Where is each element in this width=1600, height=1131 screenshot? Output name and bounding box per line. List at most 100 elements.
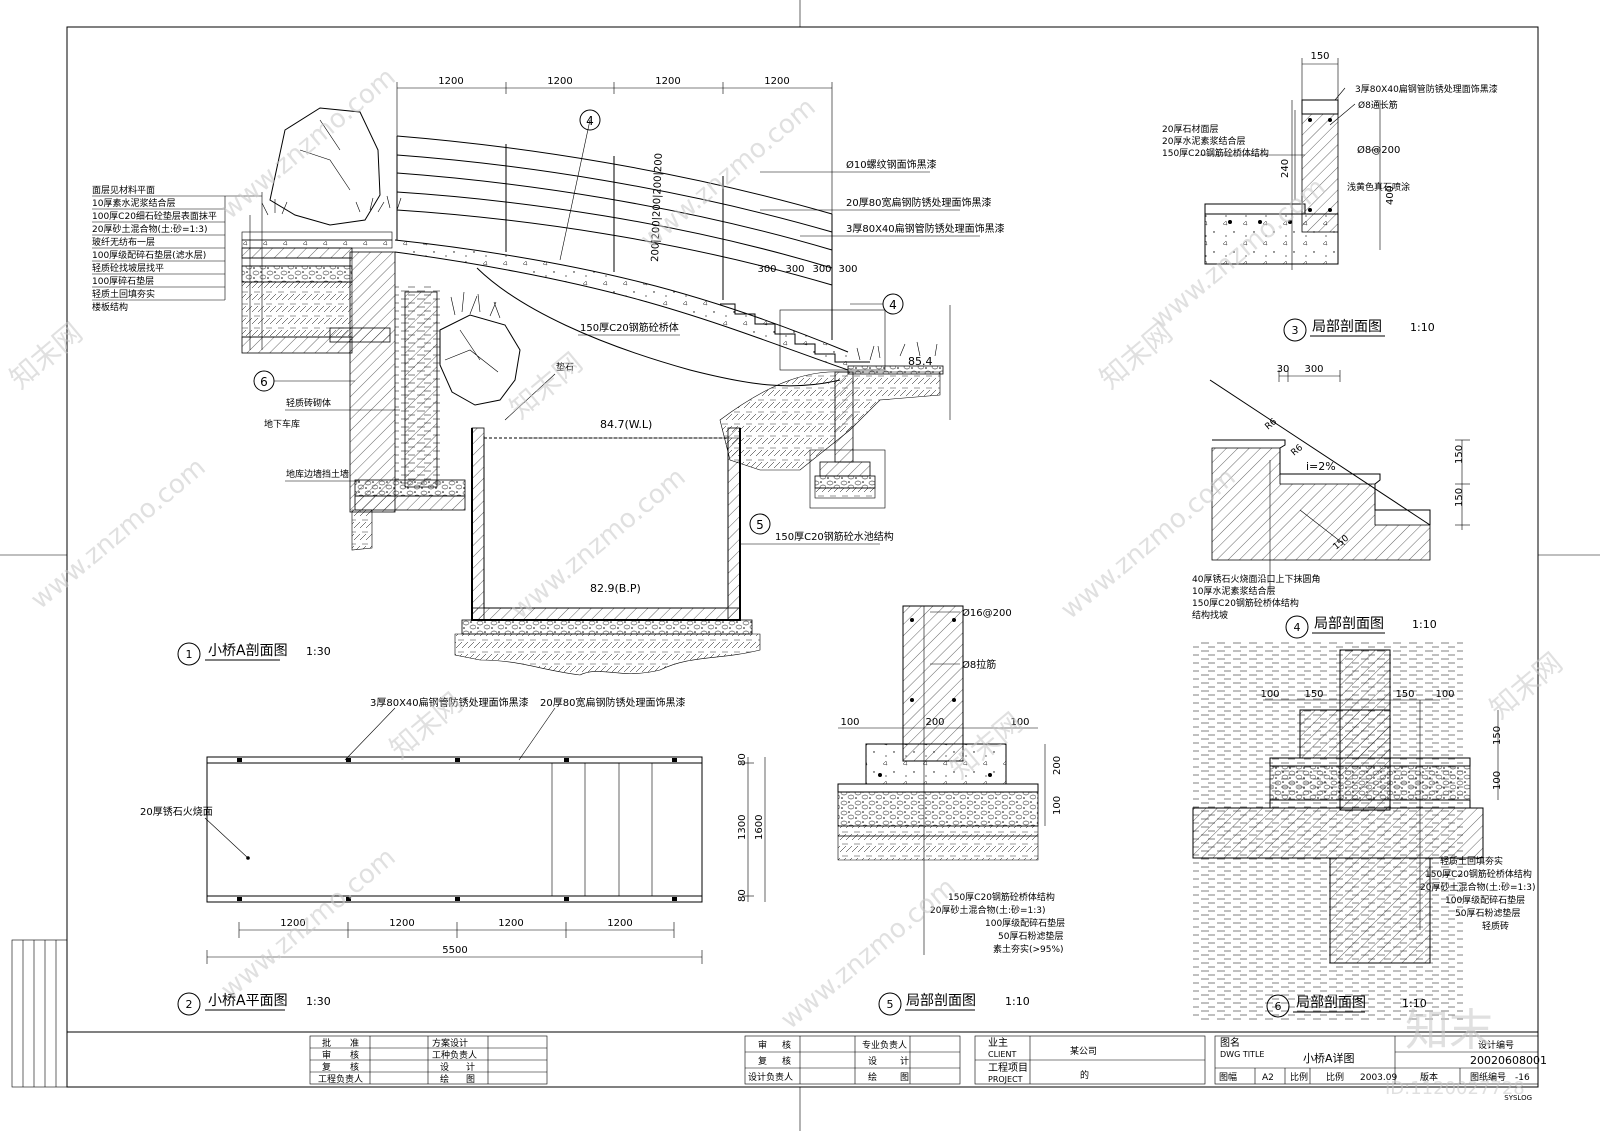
- note-d3-stone: 20厚石材面层: [1162, 123, 1218, 135]
- level-bottom: 82.9(B.P): [590, 582, 641, 595]
- svg-text:www.znzmo.com: www.znzmo.com: [215, 842, 401, 1005]
- svg-text:核: 核: [782, 1055, 791, 1067]
- svg-text:设: 设: [868, 1056, 877, 1067]
- note-d4-4: 结构找坡: [1192, 609, 1228, 621]
- note-plan-pipe: 3厚80X40扁钢管防锈处理面饰黑漆: [370, 696, 529, 709]
- svg-text:轻质土回填夯实: 轻质土回填夯实: [92, 288, 155, 300]
- dim-step-1: 300: [757, 264, 776, 275]
- bridge-section-drawing: 4 4 5 6: [241, 82, 951, 676]
- svg-text:设计编号: 设计编号: [1478, 1039, 1514, 1051]
- dim-d6-1: 100: [1260, 689, 1279, 700]
- dim-d5-3: 100: [1010, 717, 1029, 728]
- note-bridge-slab: 150厚C20钢筋砼桥体: [580, 321, 679, 334]
- dim-plan-2: 1200: [389, 918, 414, 929]
- note-flat-pipe: 3厚80X40扁钢管防锈处理面饰黑漆: [846, 222, 1005, 235]
- dim-d4-r1: R6: [1264, 417, 1280, 433]
- view-titles: 1 小桥A剖面图 1:30 2 小桥A平面图 1:30 3 局部剖面图 1:10…: [186, 319, 1437, 1013]
- note-plan-surface: 20厚锈石火烧面: [140, 805, 213, 818]
- dim-d4-right-2: 150: [1454, 488, 1465, 507]
- svg-text:核: 核: [782, 1039, 791, 1051]
- note-d4-2: 10厚水泥素浆结合层: [1192, 585, 1275, 597]
- svg-text:图名: 图名: [1220, 1036, 1240, 1049]
- detail-6-drawing: [1192, 640, 1499, 1020]
- dim-plan-total: 5500: [442, 945, 467, 956]
- sheet-border: [66, 26, 1539, 1088]
- svg-text:知末: 知末: [1405, 1005, 1493, 1056]
- note-d5-l1: 150厚C20钢筋砼桥体结构: [948, 891, 1055, 903]
- svg-text:6: 6: [1275, 1000, 1282, 1013]
- svg-text:绘: 绘: [868, 1071, 877, 1083]
- notes-left-layers: 面层见材料平面 10厚素水泥浆结合层 100厚C20细石砼垫层表面抹平 20厚砂…: [92, 184, 217, 313]
- svg-text:复: 复: [322, 1061, 331, 1073]
- svg-text:审: 审: [758, 1039, 767, 1051]
- svg-text:知末网: 知末网: [1483, 646, 1569, 725]
- svg-text:1:10: 1:10: [1005, 995, 1030, 1008]
- note-plan-flat: 20厚80宽扁钢防锈处理面饰黑漆: [540, 696, 685, 709]
- svg-text:1: 1: [186, 648, 193, 661]
- svg-text:100厚级配碎石垫层(滤水层): 100厚级配碎石垫层(滤水层): [92, 249, 206, 261]
- svg-text:绘: 绘: [440, 1073, 449, 1085]
- svg-text:www.znzmo.com: www.znzmo.com: [25, 452, 211, 615]
- dim-top-2: 1200: [547, 76, 572, 87]
- dim-d4-slope: i=2%: [1306, 460, 1336, 473]
- svg-text:2003.09: 2003.09: [1360, 1073, 1397, 1083]
- dim-d4-300: 300: [1304, 364, 1323, 375]
- svg-text:小桥A详图: 小桥A详图: [1303, 1051, 1355, 1065]
- svg-text:2: 2: [186, 998, 193, 1011]
- callout-5: [749, 513, 771, 535]
- note-d5-l3: 100厚级配碎石垫层: [985, 917, 1065, 929]
- dim-top-4: 1200: [764, 76, 789, 87]
- svg-text:批: 批: [322, 1037, 331, 1049]
- svg-text:工程负责人: 工程负责人: [318, 1073, 363, 1085]
- svg-text:计: 计: [900, 1055, 909, 1067]
- note-d5-rebar1: Ø16@200: [962, 607, 1012, 619]
- svg-text:3: 3: [1292, 324, 1299, 337]
- dim-top-3: 1200: [655, 76, 680, 87]
- dim-d3-240: 240: [1280, 159, 1291, 178]
- dim-d6-4: 100: [1435, 689, 1454, 700]
- view-title-markers: [177, 318, 1385, 1018]
- svg-text:DWG TITLE: DWG TITLE: [1220, 1050, 1264, 1059]
- svg-text:专业负责人: 专业负责人: [862, 1039, 907, 1051]
- note-d3-paint: 浅黄色真石喷涂: [1347, 181, 1410, 193]
- svg-text:局部剖面图: 局部剖面图: [1312, 319, 1382, 335]
- callout-4b-label: 4: [889, 298, 897, 312]
- level-top: 85.4: [908, 355, 933, 368]
- note-pool-structure: 150厚C20钢筋砼水池结构: [775, 530, 894, 543]
- svg-text:PROJECT: PROJECT: [988, 1075, 1023, 1084]
- dim-d6-2: 150: [1304, 689, 1323, 700]
- svg-text:核: 核: [350, 1061, 359, 1073]
- sheet-code: SYSLOG: [1504, 1094, 1532, 1102]
- svg-text:计: 计: [466, 1061, 475, 1073]
- dim-d5-1: 100: [840, 717, 859, 728]
- svg-text:比例: 比例: [1326, 1071, 1344, 1083]
- svg-text:www.znzmo.com: www.znzmo.com: [775, 872, 961, 1035]
- dim-step-4: 300: [838, 264, 857, 275]
- svg-text:图纸编号: 图纸编号: [1470, 1071, 1506, 1083]
- svg-text:小桥A平面图: 小桥A平面图: [208, 993, 288, 1009]
- note-d6-2: 150厚C20钢筋砼桥体结构: [1425, 868, 1532, 880]
- note-d6-4: 100厚级配碎石垫层: [1445, 894, 1525, 906]
- title-block: 批准方案设计 审核工种负责人 复核设计 工程负责人绘图 审核专业负责人 复核设计…: [67, 1031, 1547, 1102]
- svg-text:ID:1120027728: ID:1120027728: [1385, 1078, 1525, 1099]
- note-d4-3: 150厚C20钢筋砼桥体结构: [1192, 597, 1299, 609]
- svg-text:1:10: 1:10: [1412, 618, 1437, 631]
- dim-d6-right-2: 100: [1492, 771, 1503, 790]
- svg-text:20厚砂土混合物(土:砂=1:3): 20厚砂土混合物(土:砂=1:3): [92, 223, 208, 235]
- note-retaining-wall: 地库边墙挡土墙: [286, 468, 349, 480]
- svg-text:某公司: 某公司: [1070, 1046, 1097, 1057]
- svg-text:工种负责人: 工种负责人: [432, 1049, 477, 1061]
- note-rebar-10: Ø10螺纹钢面饰黑漆: [846, 158, 937, 171]
- detail-4-drawing: [1209, 370, 1470, 590]
- svg-text:1:30: 1:30: [306, 645, 331, 658]
- dim-d5-right-2: 100: [1052, 796, 1063, 815]
- svg-text:设: 设: [440, 1062, 449, 1073]
- svg-text:100厚C20细石砼垫层表面抹平: 100厚C20细石砼垫层表面抹平: [92, 210, 217, 222]
- svg-text:局部剖面图: 局部剖面图: [1296, 995, 1366, 1011]
- note-garage: 地下车库: [264, 418, 300, 430]
- binding-strip: [11, 939, 68, 1088]
- note-d3-slab: 150厚C20钢筋砼桥体结构: [1162, 147, 1269, 159]
- svg-text:1:10: 1:10: [1402, 997, 1427, 1010]
- svg-text:审: 审: [322, 1049, 331, 1061]
- note-d3-rebar: Ø8通长筋: [1358, 99, 1398, 111]
